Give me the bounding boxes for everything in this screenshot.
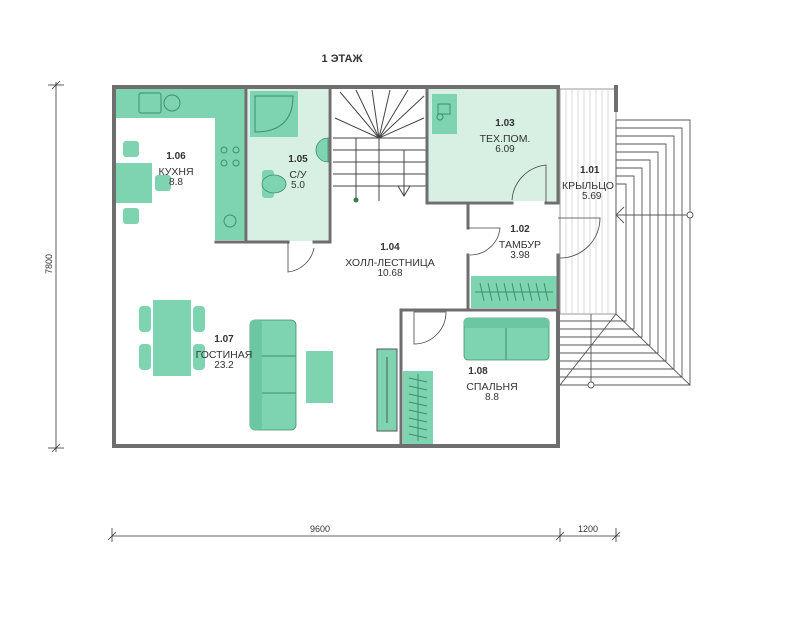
room-number: 1.07 xyxy=(214,334,234,345)
tambour-door xyxy=(468,227,501,256)
room-area: 10.68 xyxy=(377,268,402,279)
dining-chair xyxy=(139,306,151,332)
kitchen-chair xyxy=(123,208,139,224)
bedroom-door xyxy=(413,311,447,345)
bathroom-door xyxy=(287,242,315,273)
tech-room-door xyxy=(511,164,547,203)
room-area: 23.2 xyxy=(214,360,234,371)
room-area: 5.69 xyxy=(582,191,602,202)
kitchen-chair xyxy=(155,175,171,191)
dimension-width-total: 9600 xyxy=(310,524,330,534)
tech-fixtures xyxy=(432,94,457,134)
kitchen-counter-side xyxy=(215,118,246,240)
room-area: 5.0 xyxy=(291,180,305,191)
kitchen-sink-round-icon xyxy=(223,214,237,228)
coffee-table xyxy=(306,351,333,403)
dining-chair xyxy=(139,344,151,370)
room-number: 1.04 xyxy=(380,242,400,253)
dining-chair xyxy=(193,344,205,370)
bathroom-fixtures xyxy=(250,91,329,198)
porch-stairs xyxy=(559,119,694,389)
kitchen-furniture xyxy=(116,89,246,240)
hob-icon xyxy=(163,94,181,112)
kitchen-chair xyxy=(123,141,139,157)
living-furniture xyxy=(139,300,333,431)
porch xyxy=(559,88,694,389)
room-number: 1.02 xyxy=(510,224,530,235)
dimension-height-total: 7800 xyxy=(44,254,54,274)
room-name: ГОСТИНАЯ xyxy=(196,349,253,361)
dining-chair xyxy=(193,306,205,332)
room-name: СПАЛЬНЯ xyxy=(466,381,517,393)
page-title: 1 ЭТАЖ xyxy=(322,53,363,65)
room-number: 1.06 xyxy=(166,151,186,162)
dimension-width-porch: 1200 xyxy=(578,524,598,534)
toilet-icon xyxy=(261,174,287,194)
room-number: 1.05 xyxy=(288,154,308,165)
room-area: 8.8 xyxy=(485,392,499,403)
room-name: С/У xyxy=(289,169,307,181)
room-labels: 1.01 КРЫЛЬЦО 5.69 1.02 ТАМБУР 3.98 1.03 … xyxy=(158,118,613,403)
doors xyxy=(287,164,601,345)
room-area: 6.09 xyxy=(495,144,515,155)
sink-icon xyxy=(138,92,162,114)
hall-wardrobe xyxy=(471,276,557,308)
room-number: 1.08 xyxy=(468,366,488,377)
dimensions xyxy=(48,80,621,542)
room-name: КУХНЯ xyxy=(158,166,193,178)
dining-table xyxy=(153,300,191,376)
room-name: ТЕХ.ПОМ. xyxy=(480,133,531,145)
walls xyxy=(112,85,618,448)
room-name: ТАМБУР xyxy=(499,239,541,251)
room-area: 3.98 xyxy=(510,250,530,261)
bedroom-furniture xyxy=(376,317,550,444)
shower-icon xyxy=(250,91,298,137)
kitchen-table xyxy=(116,163,152,203)
entrance-door xyxy=(558,217,601,259)
room-number: 1.03 xyxy=(495,118,515,129)
kitchen-counter-top xyxy=(116,89,246,118)
room-number: 1.01 xyxy=(580,165,600,176)
staircase xyxy=(333,89,426,203)
room-area: 8.8 xyxy=(169,177,183,188)
room-name: ХОЛЛ-ЛЕСТНИЦА xyxy=(345,257,434,269)
washbasin-icon xyxy=(315,137,329,163)
room-name: КРЫЛЬЦО xyxy=(562,180,614,192)
